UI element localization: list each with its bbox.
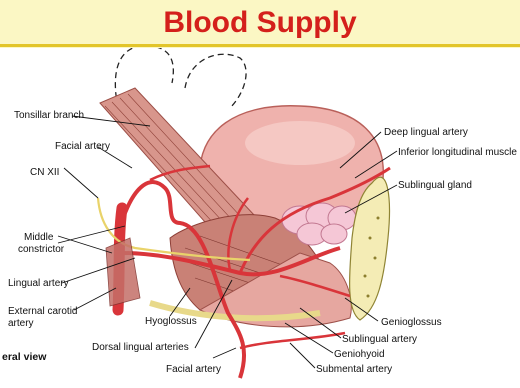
label-facial-artery-top: Facial artery (55, 141, 110, 152)
tongue-blood-supply-illustration: Tonsillar branch Facial artery CN XII Mi… (0, 48, 520, 388)
label-tonsillar-branch: Tonsillar branch (14, 110, 84, 121)
label-geniohyoid: Geniohyoid (334, 349, 385, 360)
label-deep-lingual-artery: Deep lingual artery (384, 127, 468, 138)
label-inferior-longitudinal: Inferior longitudinal muscle (398, 147, 517, 158)
label-dorsal-lingual-arteries: Dorsal lingual arteries (92, 342, 189, 353)
label-sublingual-artery: Sublingual artery (342, 334, 417, 345)
title-bar: Blood Supply (0, 0, 520, 48)
label-facial-artery-bottom: Facial artery (166, 364, 221, 375)
label-external-carotid-1: External carotid (8, 306, 77, 317)
label-lingual-artery: Lingual artery (8, 278, 69, 289)
label-hyoglossus: Hyoglossus (145, 316, 197, 327)
label-genioglossus: Genioglossus (381, 317, 442, 328)
label-middle-constrictor-1: Middle (24, 232, 54, 243)
label-submental-artery: Submental artery (316, 364, 392, 375)
label-cn-xii: CN XII (30, 167, 59, 178)
label-sublingual-gland: Sublingual gland (398, 180, 472, 191)
label-lateral-view: eral view (2, 351, 47, 363)
label-middle-constrictor-2: constrictor (18, 244, 65, 255)
label-external-carotid-2: artery (8, 318, 34, 329)
page-title: Blood Supply (0, 6, 520, 40)
tongue-highlight (245, 121, 355, 165)
title-underline (0, 44, 520, 47)
